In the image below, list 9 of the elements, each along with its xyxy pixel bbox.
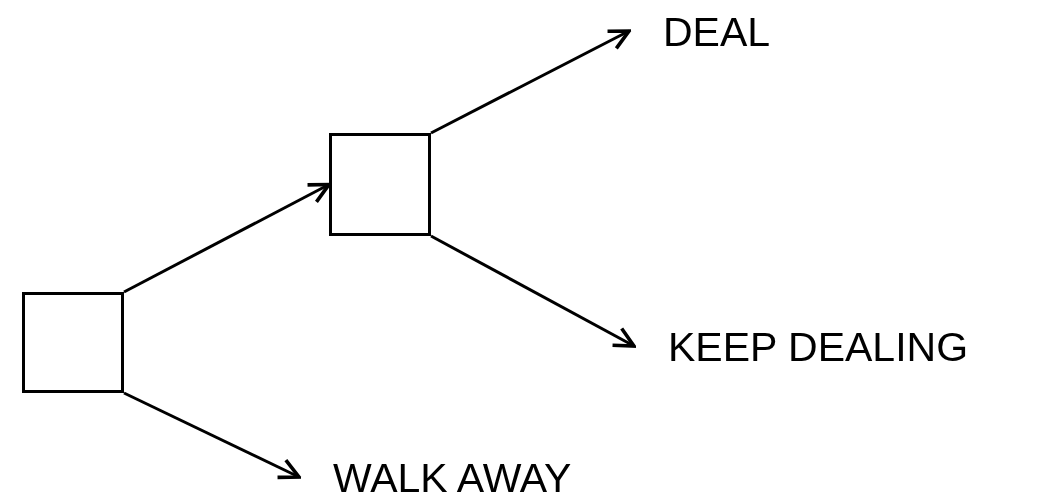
decision-box [22,292,124,393]
outcome-label: WALK AWAY [333,458,572,502]
outcome-label: DEAL [663,12,771,56]
outcome-label: KEEP DEALING [668,327,969,371]
arrow [123,182,331,294]
arrow [123,391,301,480]
arrow [430,29,631,135]
arrow [430,234,636,348]
decision-box [329,133,431,236]
